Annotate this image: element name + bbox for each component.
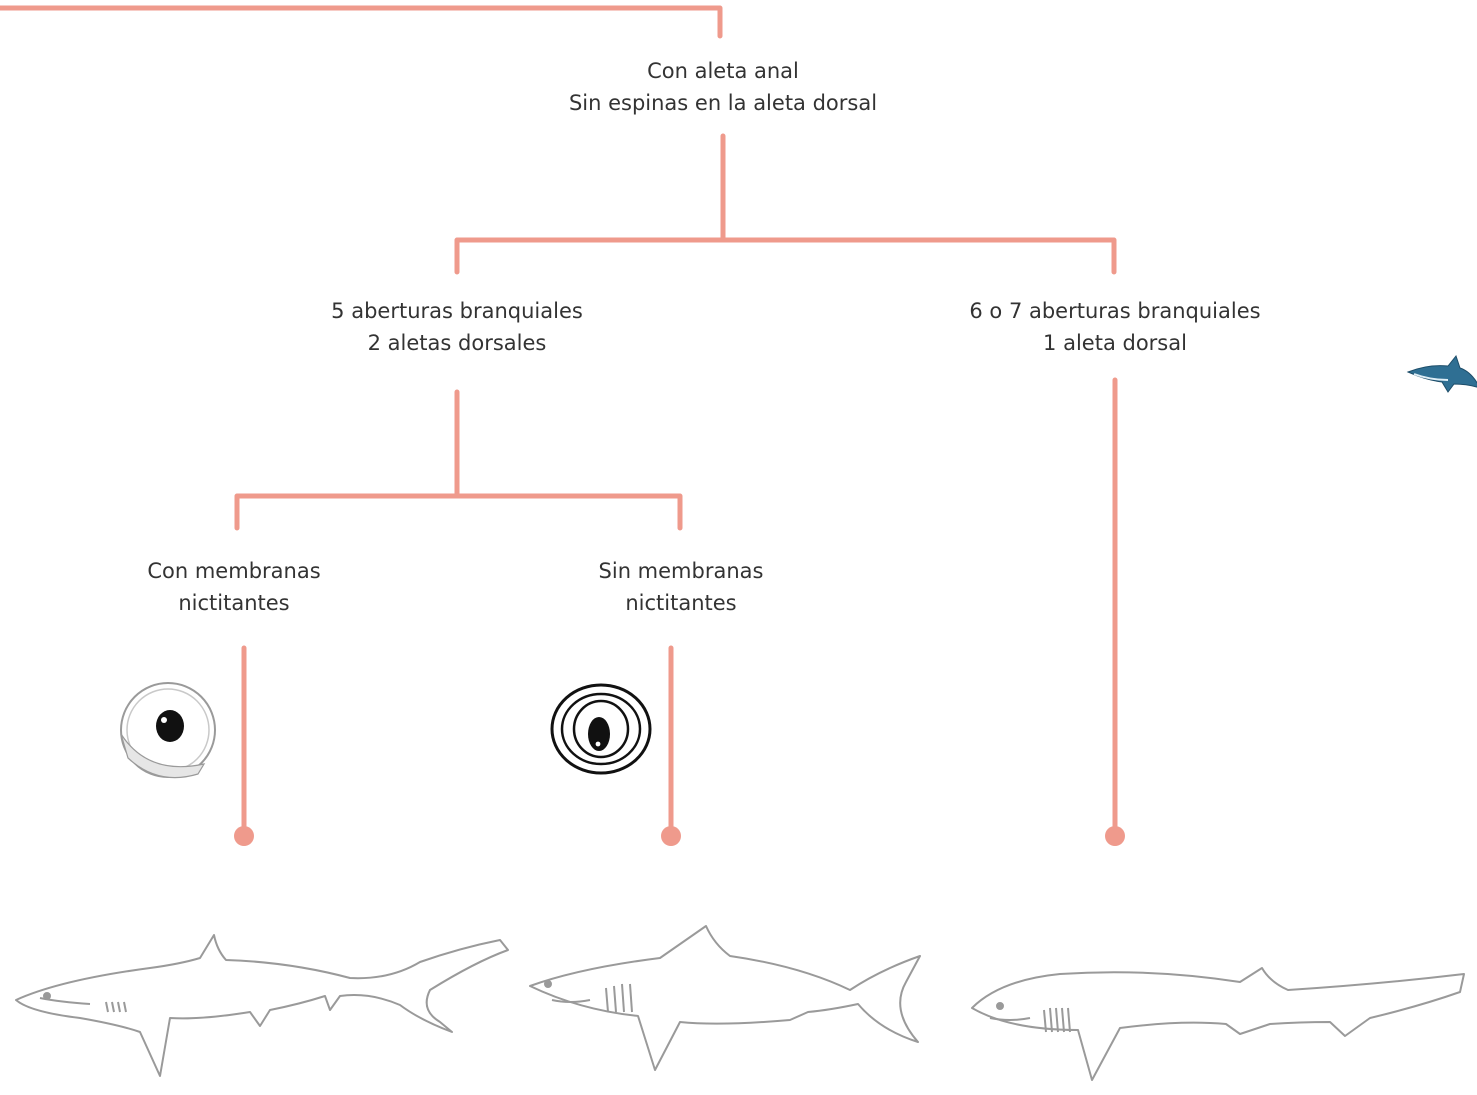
six-gills-node: 6 o 7 aberturas branquiales 1 aleta dors…: [935, 295, 1295, 359]
root-node: Con aleta anal Sin espinas en la aleta d…: [523, 55, 923, 119]
five-gills-line-2: 2 aletas dorsales: [367, 331, 547, 355]
five-gills-line-1: 5 aberturas branquiales: [331, 299, 583, 323]
lamnid-shark-illustration: [529, 925, 921, 1071]
sixgill-shark-illustration: [971, 967, 1465, 1081]
level1-bracket: [454, 237, 1117, 275]
with-membranes-node: Con membranas nictitantes: [104, 555, 364, 619]
level2-bracket: [234, 493, 683, 531]
without-membranes-line-2: nictitantes: [625, 591, 737, 615]
without-membranes-line-1: Sin membranas: [598, 559, 764, 583]
eye-without-membrane-icon: [550, 683, 652, 775]
six-gills-line-2: 1 aleta dorsal: [1043, 331, 1187, 355]
leaf-dot-2: [661, 826, 681, 846]
leaf-dot-3: [1105, 826, 1125, 846]
root-line-1: Con aleta anal: [647, 59, 799, 83]
five-gills-node: 5 aberturas branquiales 2 aletas dorsale…: [287, 295, 627, 359]
shark-icon: [1406, 354, 1477, 393]
root-line-2: Sin espinas en la aleta dorsal: [568, 91, 878, 115]
top-connector: [0, 5, 723, 39]
with-membranes-line-1: Con membranas: [147, 559, 321, 583]
eye-with-membrane-icon: [120, 682, 216, 779]
with-membranes-line-2: nictitantes: [178, 591, 290, 615]
leaf-dot-1: [234, 826, 254, 846]
requiem-shark-illustration: [15, 934, 509, 1077]
without-membranes-node: Sin membranas nictitantes: [551, 555, 811, 619]
six-gills-line-1: 6 o 7 aberturas branquiales: [969, 299, 1261, 323]
